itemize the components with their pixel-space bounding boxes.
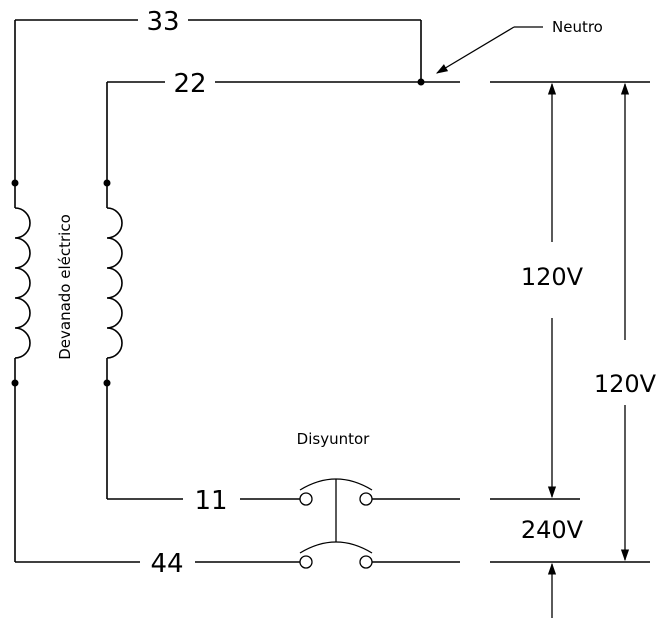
wire-11-label: 11: [194, 486, 227, 516]
wire-22-label: 22: [173, 69, 206, 99]
neutral-junction-dot: [417, 78, 425, 86]
neutral-label: Neutro: [552, 18, 603, 36]
wire-33-label: 33: [146, 7, 179, 37]
breaker-contact-1b: [359, 492, 373, 506]
wire-44-label: 44: [150, 549, 183, 579]
breaker-label: Disyuntor: [297, 430, 370, 448]
voltage-leg-full-label: 120V: [594, 370, 657, 398]
neutral-callout: Neutro: [435, 18, 603, 74]
breaker-contact-2a: [299, 555, 313, 569]
voltage-leg-top-label: 120V: [521, 263, 584, 291]
winding-label: Devanado eléctrico: [56, 214, 74, 360]
breaker-arm-2: [299, 541, 373, 554]
dimension-120v-full: 120V: [594, 82, 657, 562]
breaker-contact-1a: [299, 492, 313, 506]
breaker-contact-2b: [359, 555, 373, 569]
wire-11: 11: [107, 486, 300, 516]
dimension-240v: 240V: [521, 516, 584, 618]
voltage-240v-label: 240V: [521, 516, 584, 544]
wire-44: 44: [15, 549, 300, 579]
breaker: Disyuntor: [297, 430, 373, 569]
outer-coil: [11, 179, 31, 562]
dimension-120v-leg: 120V: [521, 82, 584, 499]
wire-22: 22: [106, 69, 460, 183]
inner-coil: [103, 179, 123, 499]
wire-33: 33: [14, 7, 422, 183]
